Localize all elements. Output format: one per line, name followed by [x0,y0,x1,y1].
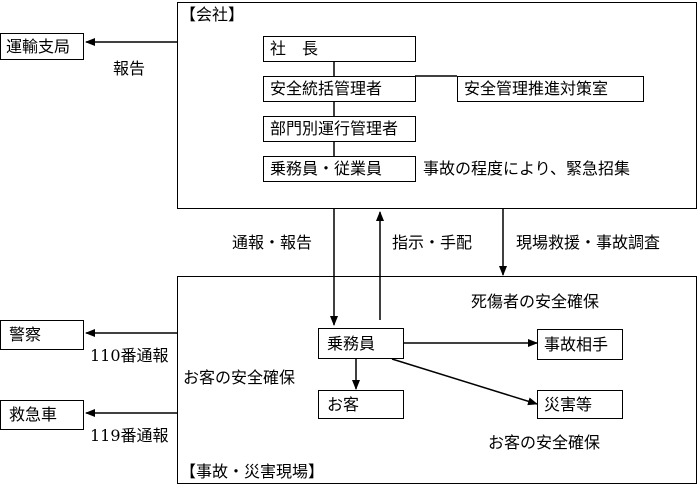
president-box: 社 長 [263,36,416,62]
disaster-box: 災害等 [537,390,623,419]
rescue-investigation-label: 現場救援・事故調査 [516,233,661,252]
notify-report-label: 通報・報告 [232,233,313,252]
other-party-box: 事故相手 [537,329,623,360]
transport-bureau-box: 運輸支局 [0,33,84,60]
ambulance-call-label: 119番通報 [90,426,169,445]
crew-staff-box: 乗務員・従業員 [263,156,416,182]
police-box: 警察 [0,320,84,350]
safety-office-box: 安全管理推進対策室 [457,76,644,102]
dept-manager-box: 部門別運行管理者 [263,116,416,142]
safety-manager-box: 安全統括管理者 [263,76,416,102]
site-crew-box: 乗務員 [318,328,404,359]
customer-safety-bottom-label: お客の安全確保 [488,433,601,452]
customer-safety-left-label: お客の安全確保 [183,368,296,387]
emergency-note: 事故の程度により、緊急招集 [423,159,631,178]
police-call-label: 110番通報 [90,346,169,365]
instructions-label: 指示・手配 [392,233,473,252]
casualty-safety-label: 死傷者の安全確保 [471,292,600,311]
site-title: 【事故・災害現場】 [180,462,325,481]
crew-to-disaster-arrow [391,358,538,406]
company-title: 【会社】 [180,5,245,24]
ambulance-box: 救急車 [0,400,84,430]
customer-box: お客 [318,390,404,419]
report-label: 報告 [113,59,146,78]
